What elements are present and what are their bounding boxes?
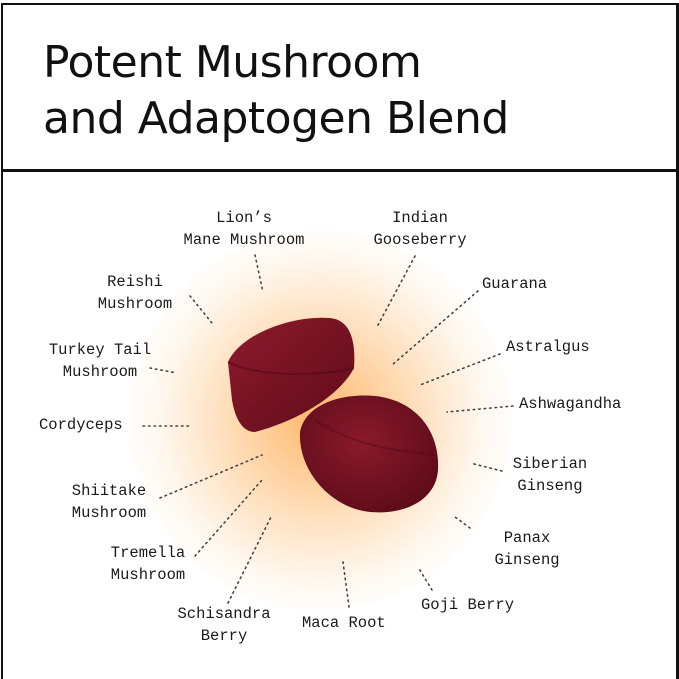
leader-line	[227, 514, 273, 604]
page-title: Potent Mushroom and Adaptogen Blend	[43, 35, 509, 147]
gummy-2	[299, 395, 439, 513]
label-maca-root: Maca Root	[302, 614, 386, 632]
leader-line	[446, 405, 514, 413]
label-line: Gooseberry	[373, 231, 467, 249]
leader-line	[469, 462, 503, 472]
label-line: Lion’s	[216, 209, 272, 227]
leader-line	[391, 290, 479, 366]
label-line: Mane Mushroom	[183, 231, 305, 249]
label-line: Ginseng	[494, 551, 560, 569]
label-line: Siberian	[512, 455, 588, 473]
label-line: Indian	[392, 209, 448, 227]
title-line-1: Potent Mushroom	[43, 37, 422, 88]
label-line: Mushroom	[110, 566, 186, 584]
label-line: Reishi	[107, 273, 163, 291]
diagram-box	[1, 169, 679, 679]
gummy-1	[227, 317, 355, 432]
label-line: Berry	[200, 627, 248, 645]
label-astralgus: Astralgus	[506, 338, 590, 356]
label-line: Turkey Tail	[48, 341, 152, 359]
label-cordyceps: Cordyceps	[39, 416, 123, 434]
label-line: Schisandra	[177, 605, 271, 623]
leader-line	[377, 255, 416, 326]
label-line: Mushroom	[62, 363, 138, 381]
leader-line	[254, 254, 264, 293]
title-line-2: and Adaptogen Blend	[43, 93, 509, 144]
label-ashwagandha: Ashwagandha	[519, 395, 622, 413]
header-box: Potent Mushroom and Adaptogen Blend	[1, 3, 679, 172]
label-line: Panax	[503, 529, 551, 547]
leader-line	[149, 367, 178, 374]
label-line: Ginseng	[517, 477, 583, 495]
label-goji-berry: Goji Berry	[421, 596, 515, 614]
label-line: Mushroom	[71, 504, 147, 522]
leader-line	[194, 479, 263, 557]
leader-lines	[142, 254, 514, 608]
leader-line	[417, 566, 433, 591]
label-line: Mushroom	[97, 295, 173, 313]
label-line: Tremella	[110, 544, 186, 562]
label-guarana: Guarana	[482, 275, 548, 293]
label-line: Shiitake	[71, 482, 147, 500]
leader-line	[419, 353, 501, 386]
leader-line	[159, 454, 263, 499]
leader-line	[189, 295, 213, 324]
leader-line	[342, 561, 350, 608]
leader-line	[454, 516, 471, 529]
